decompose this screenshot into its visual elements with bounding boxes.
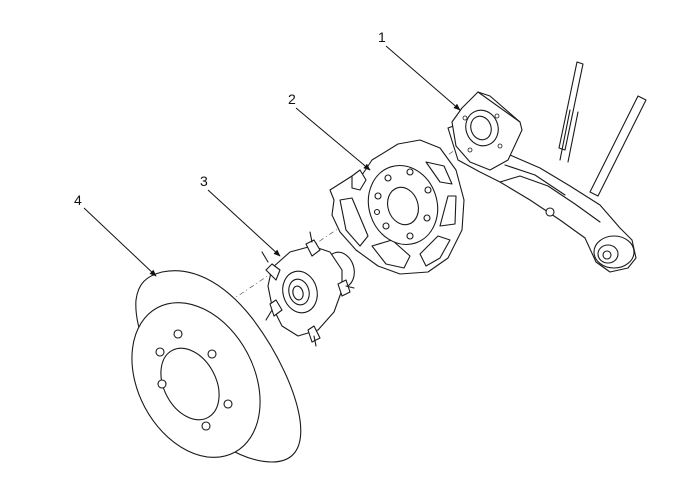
callout-label-3: 3 [200,173,208,189]
axle-carrier-part [447,61,647,273]
brake-disc-part [131,270,302,463]
callout-label-4: 4 [74,192,82,208]
callout-4: 4 [74,192,157,277]
callout-label-1: 1 [378,29,386,45]
callout-3: 3 [200,173,281,257]
dust-shield-part [329,139,465,275]
callout-label-2: 2 [288,91,296,107]
callout-1: 1 [378,29,461,111]
hub-bearing-part [261,231,355,347]
callout-2: 2 [288,91,371,171]
